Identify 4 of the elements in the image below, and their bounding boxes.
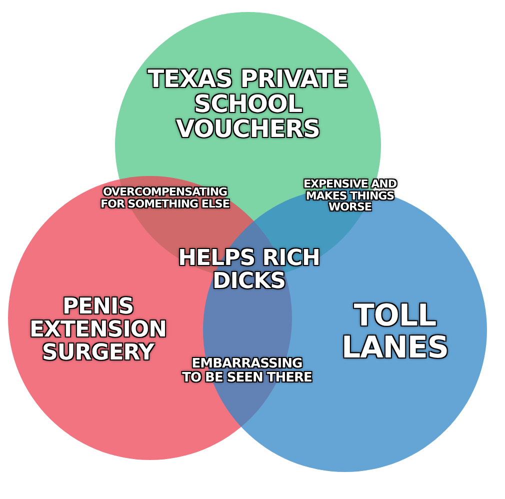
category-title: TEXAS PRIVATE SCHOOL VOUCHERS xyxy=(146,67,350,143)
overlap-label: EXPENSIVE AND MAKES THINGS WORSE xyxy=(302,178,399,214)
category-title: PENIS EXTENSION SURGERY xyxy=(28,295,168,365)
category-title: TOLL LANES xyxy=(340,300,450,364)
